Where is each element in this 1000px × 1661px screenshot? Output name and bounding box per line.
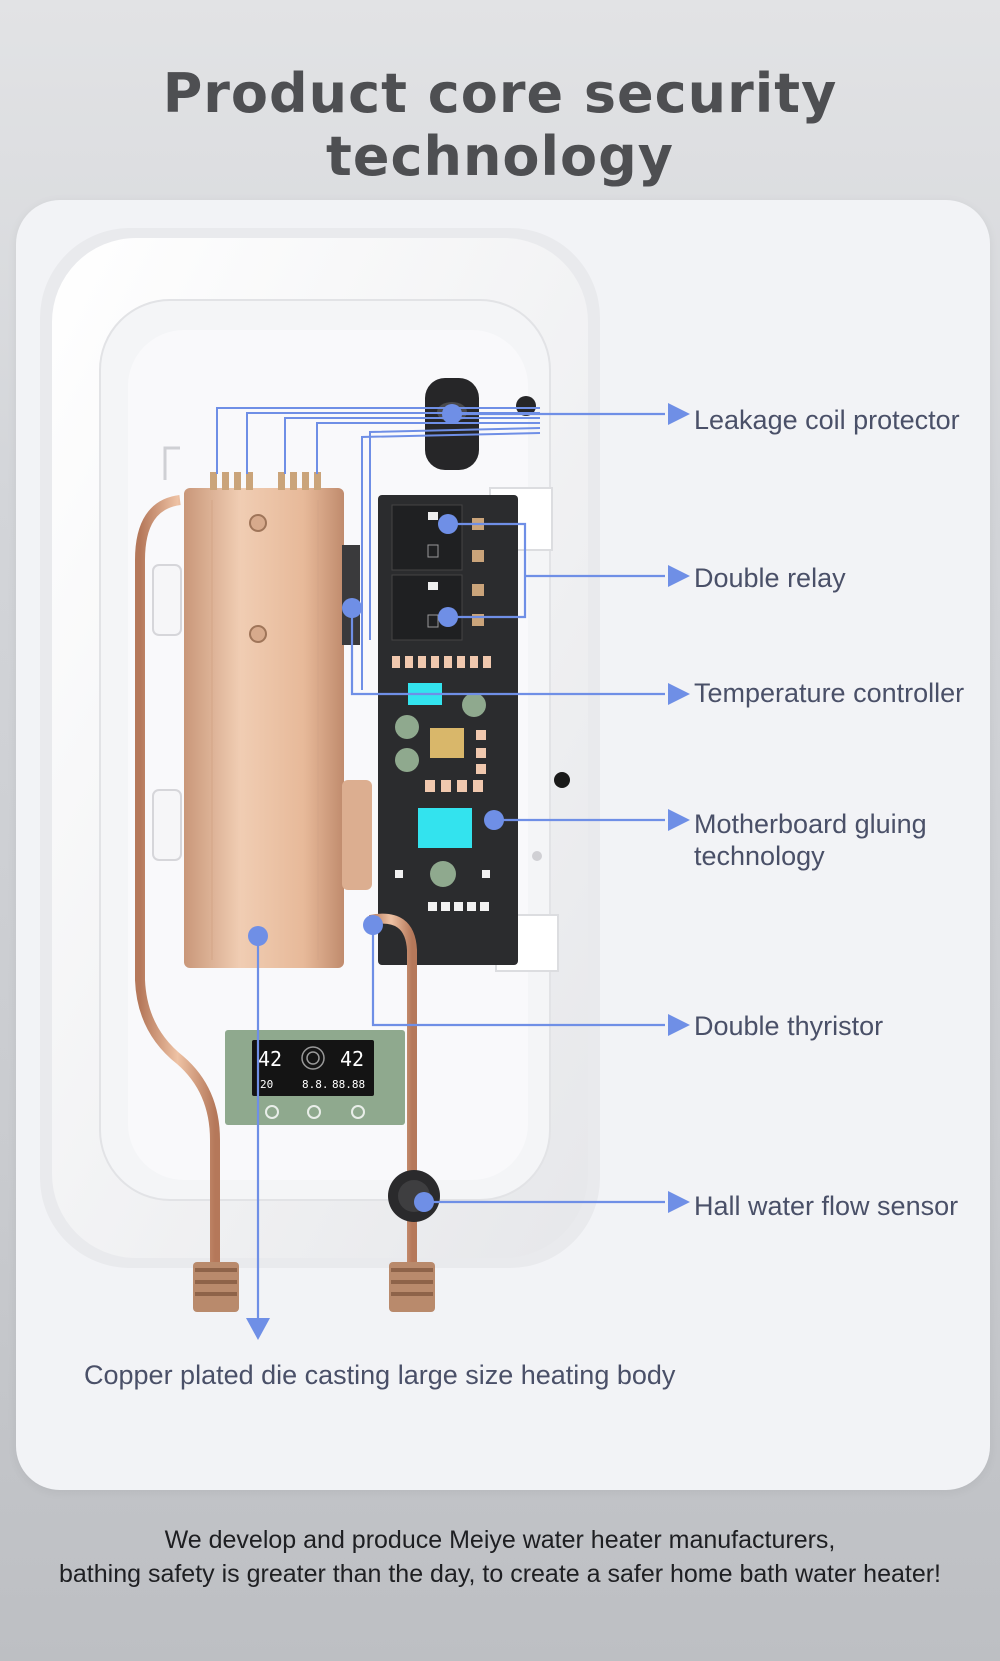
footer-line2: bathing safety is greater than the day, … bbox=[58, 1560, 941, 1588]
pipe-fittings bbox=[193, 1262, 435, 1312]
page-title: Product core security technology bbox=[162, 62, 838, 188]
svg-text:8.8.: 8.8. bbox=[302, 1078, 329, 1091]
label-motherboard-gluing-line2: technology bbox=[694, 841, 825, 871]
svg-text:20: 20 bbox=[260, 1078, 273, 1091]
footer-line1: We develop and produce Meiye water heate… bbox=[164, 1526, 836, 1554]
control-display-panel: 42 42 20 8.8. 88.88 bbox=[225, 1030, 405, 1125]
label-heating-body: Copper plated die casting large size hea… bbox=[84, 1360, 676, 1390]
label-hall-water-flow-sensor: Hall water flow sensor bbox=[694, 1191, 959, 1221]
copper-pipe-left bbox=[135, 495, 220, 1270]
product-diagram: 42 42 20 8.8. 88.88 bbox=[52, 238, 690, 1340]
heating-body bbox=[184, 472, 372, 968]
hall-sensor bbox=[388, 1170, 440, 1222]
label-temperature-controller: Temperature controller bbox=[694, 678, 965, 708]
callout-lines bbox=[256, 412, 665, 1320]
label-double-thyristor: Double thyristor bbox=[694, 1011, 884, 1041]
label-double-relay: Double relay bbox=[694, 563, 846, 593]
svg-text:42: 42 bbox=[258, 1047, 282, 1071]
label-leakage-coil-protector: Leakage coil protector bbox=[694, 405, 960, 435]
svg-text:42: 42 bbox=[340, 1047, 364, 1071]
pcb-board bbox=[378, 495, 518, 965]
callout-arrows bbox=[246, 403, 690, 1340]
svg-text:88.88: 88.88 bbox=[332, 1078, 365, 1091]
footer-text: We develop and produce Meiye water heate… bbox=[0, 1523, 1000, 1591]
callout-dots bbox=[248, 404, 504, 1212]
label-motherboard-gluing-line1: Motherboard gluing bbox=[694, 809, 927, 839]
